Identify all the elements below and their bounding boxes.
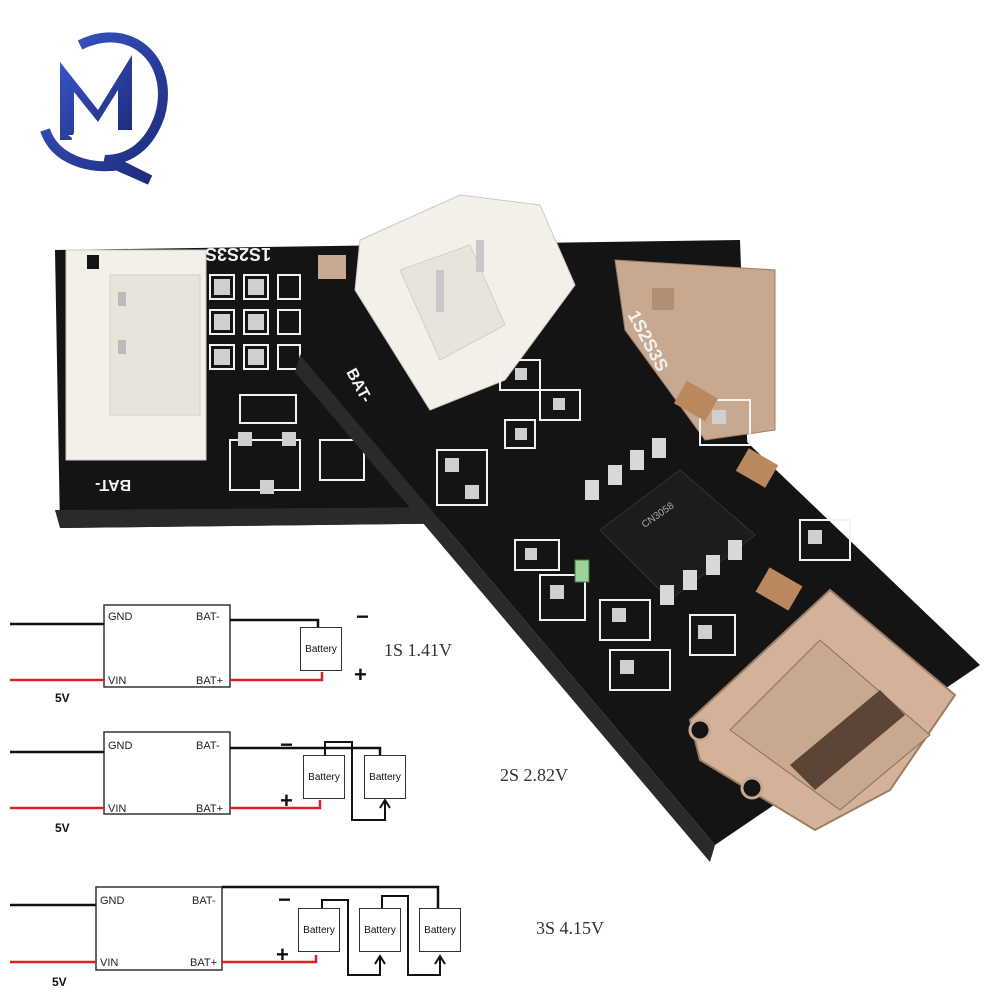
d2-bat-minus-label: BAT- — [196, 740, 220, 752]
d1-supply-label: 5V — [55, 691, 70, 705]
d3-battery-3: Battery — [419, 908, 461, 952]
d1-battery-1: Battery — [300, 627, 342, 671]
d3-battery-2: Battery — [359, 908, 401, 952]
d2-battery-1: Battery — [303, 755, 345, 799]
d3-config-label: 3S 4.15V — [536, 918, 605, 938]
d1-bat-plus-label: BAT+ — [196, 675, 224, 687]
d3-vin-label: VIN — [100, 957, 119, 969]
d2-gnd-label: GND — [108, 740, 133, 752]
d1-vin-label: VIN — [108, 675, 127, 687]
d3-plus-sign: + — [276, 942, 289, 967]
d3-gnd-label: GND — [100, 895, 125, 907]
d3-battery-1: Battery — [298, 908, 340, 952]
d2-battery-2: Battery — [364, 755, 406, 799]
d3-minus-sign: − — [278, 887, 291, 912]
d1-minus-sign: − — [356, 604, 369, 629]
d1-gnd-label: GND — [108, 611, 133, 623]
d3-bat-minus-label: BAT- — [192, 895, 216, 907]
d1-bat-minus-label: BAT- — [196, 611, 220, 623]
d3-bat-plus-label: BAT+ — [190, 957, 218, 969]
d2-bat-plus-label: BAT+ — [196, 803, 224, 815]
d2-config-label: 2S 2.82V — [500, 765, 569, 785]
d3-supply-label: 5V — [52, 975, 67, 989]
d1-config-label: 1S 1.41V — [384, 640, 453, 660]
d2-vin-label: VIN — [108, 803, 127, 815]
d2-supply-label: 5V — [55, 821, 70, 835]
d1-plus-sign: + — [354, 662, 367, 687]
d2-minus-sign: − — [280, 732, 293, 757]
d2-plus-sign: + — [280, 788, 293, 813]
